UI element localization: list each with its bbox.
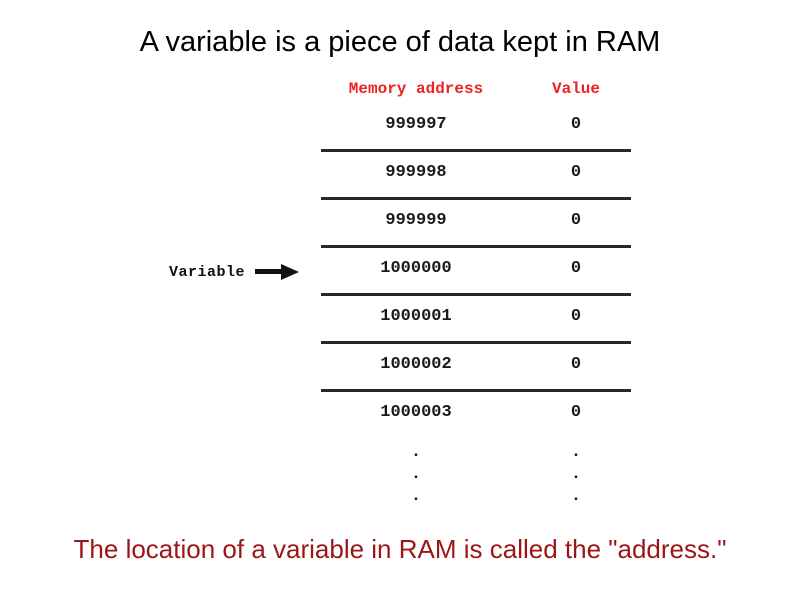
cell-value: 0 [570,403,582,422]
cell-memory-address: 1000001 [380,307,452,326]
row-divider [321,389,631,392]
cell-memory-address: 1000003 [380,403,452,422]
slide-caption: The location of a variable in RAM is cal… [73,534,727,564]
value-continuation-dots: . . . [536,442,616,508]
ellipsis-dot: . [570,443,582,462]
table-row: 999998 0 [321,152,631,200]
table-row: 999997 0 [321,104,631,152]
cell-value: 0 [570,307,582,326]
row-divider [321,245,631,248]
right-arrow-icon [255,263,301,281]
row-divider [321,197,631,200]
row-divider [321,341,631,344]
page-title: A variable is a piece of data kept in RA… [139,26,661,58]
cell-value: 0 [570,259,582,278]
cell-memory-address: 1000000 [380,259,452,278]
address-continuation-dots: . . . [321,442,511,508]
cell-memory-address: 1000002 [380,355,452,374]
column-header-value: Value [551,80,600,98]
cell-memory-address: 999999 [385,211,447,230]
memory-table-header: Memory address Value [321,76,631,104]
ellipsis-dot: . [570,487,582,506]
row-divider [321,293,631,296]
ellipsis-dot: . [410,487,422,506]
ellipsis-dot: . [570,465,582,484]
column-header-memory-address: Memory address [348,80,484,98]
table-row: 999999 0 [321,200,631,248]
cell-memory-address: 999998 [385,163,447,182]
ellipsis-dot: . [410,443,422,462]
ellipsis-dot: . [410,465,422,484]
cell-value: 0 [570,163,582,182]
row-divider [321,149,631,152]
table-continuation: . . . . . . [321,440,631,506]
variable-label: Variable [169,263,246,281]
table-row: 1000003 0 [321,392,631,440]
variable-pointer-annotation: Variable [169,261,301,283]
cell-value: 0 [570,115,582,134]
cell-memory-address: 999997 [385,115,447,134]
cell-value: 0 [570,355,582,374]
cell-value: 0 [570,211,582,230]
table-row-highlighted: 1000000 0 [321,248,631,296]
table-row: 1000001 0 [321,296,631,344]
table-row: 1000002 0 [321,344,631,392]
memory-table: Memory address Value 999997 0 999998 0 9… [321,76,631,506]
